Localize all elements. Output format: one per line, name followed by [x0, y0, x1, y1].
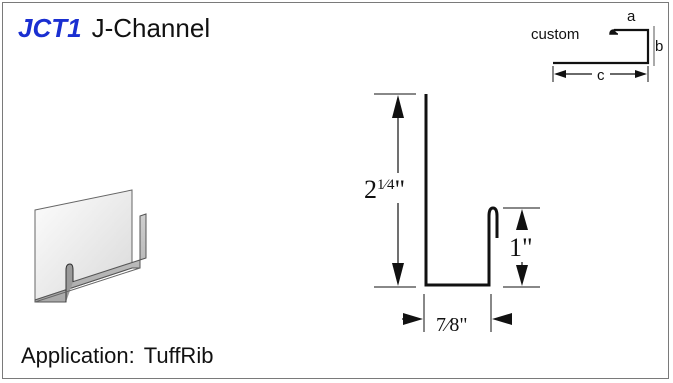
channel-edge-line — [34, 267, 141, 303]
legend-c-left-arrow — [554, 70, 566, 78]
height-value: 21⁄4" — [364, 175, 405, 204]
channel-hook-lip — [65, 263, 74, 302]
drawing-frame — [2, 2, 669, 379]
legend-hook — [609, 29, 618, 35]
legend-c-label: c — [597, 67, 605, 84]
legend-c-right-arrow — [635, 70, 647, 78]
width-left-arrow — [403, 313, 423, 325]
return-bottom-arrow — [516, 265, 528, 286]
application-value: TuffRib — [143, 343, 214, 368]
height-bottom-arrow — [392, 263, 404, 286]
product-name: J-Channel — [91, 13, 211, 43]
width-dimension: 7⁄8" — [402, 294, 512, 336]
width-value: 7⁄8" — [436, 314, 468, 336]
product-code: JCT1 — [18, 13, 82, 43]
channel-bottom-return — [34, 213, 147, 303]
legend-a-label: a — [627, 8, 636, 25]
height-dimension: 21⁄4" — [364, 93, 416, 288]
legend-b-label: b — [655, 38, 663, 55]
j-channel-profile — [424, 94, 499, 287]
application-line: Application: TuffRib — [21, 343, 213, 369]
profile-hook — [487, 206, 499, 238]
page-title: JCT1 J-Channel — [18, 13, 210, 43]
legend-profile-line — [553, 28, 650, 65]
return-height-dimension: 1" — [503, 207, 540, 288]
j-channel-3d-view — [34, 189, 147, 303]
profile-line — [424, 94, 491, 287]
return-top-arrow — [516, 209, 528, 230]
legend-custom-label: custom — [531, 26, 579, 43]
return-height-value: 1" — [509, 233, 533, 262]
width-right-arrow — [492, 313, 512, 325]
application-label: Application: — [21, 343, 135, 368]
dimension-legend: custom a b c — [531, 8, 663, 84]
height-top-arrow — [392, 95, 404, 118]
